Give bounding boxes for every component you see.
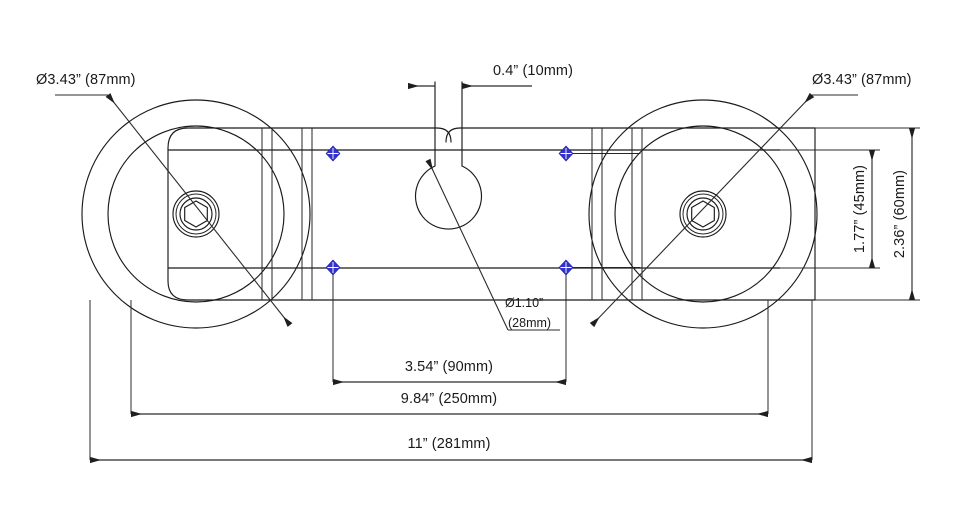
bolt-centerline-ticks xyxy=(332,153,641,301)
left-plate-rib-lines xyxy=(261,127,313,301)
bolt-spacing-dimension: 3.54” (90mm) xyxy=(332,300,567,386)
wheel-span-dimension: 9.84” (250mm) xyxy=(130,300,769,418)
right-diameter-label: Ø3.43” (87mm) xyxy=(812,72,912,88)
right-wheel-outer-circle xyxy=(588,99,818,329)
overall-length-label: 11” (281mm) xyxy=(407,436,490,452)
right-wheel-inner-circle xyxy=(614,125,792,303)
left-wheel-inner-circle xyxy=(107,125,285,303)
keyhole-slot xyxy=(414,165,483,230)
mounting-hole-centermarks xyxy=(325,145,574,276)
keyhole-diameter-callout: Ø1.10” (28mm) xyxy=(425,158,560,331)
bolt-spacing-label: 3.54” (90mm) xyxy=(405,359,493,375)
right-diameter-leader-diagonal xyxy=(589,92,815,328)
outer-height-dimension: 2.36” (60mm) xyxy=(815,127,920,301)
centermark-left-bottom xyxy=(325,259,341,276)
inner-height-label: 1.77” (45mm) xyxy=(852,165,868,253)
left-hub-mid-ring xyxy=(175,193,217,235)
mounting-plate-body xyxy=(167,81,816,301)
centermark-right-bottom xyxy=(558,259,574,276)
outer-height-label: 2.36” (60mm) xyxy=(892,170,908,258)
overall-length-dimension: 11” (281mm) xyxy=(89,300,813,464)
right-hub-hex-bolt xyxy=(691,200,715,228)
left-diameter-leader-diagonal xyxy=(105,93,293,327)
centermark-left-top xyxy=(325,145,341,162)
keyhole-diameter-label-line1: Ø1.10” xyxy=(505,296,543,310)
plate-top-edge-left xyxy=(167,127,452,149)
keyhole-leader-diagonal xyxy=(425,158,509,331)
wheel-span-label: 9.84” (250mm) xyxy=(401,391,497,407)
right-diameter-callout: Ø3.43” (87mm) xyxy=(589,72,912,328)
left-diameter-callout: Ø3.43” (87mm) xyxy=(36,72,293,327)
slot-width-dimension: 0.4” (10mm) xyxy=(408,63,573,90)
left-hub-hex-bolt xyxy=(184,200,208,228)
centermark-right-top xyxy=(558,145,574,162)
left-wheel-assembly xyxy=(81,99,311,329)
left-wheel-outer-circle xyxy=(81,99,311,329)
left-diameter-label: Ø3.43” (87mm) xyxy=(36,72,136,88)
right-wheel-assembly xyxy=(588,99,818,329)
inner-height-dimension: 1.77” (45mm) xyxy=(780,149,880,269)
slot-width-label: 0.4” (10mm) xyxy=(493,63,573,79)
plate-top-edge-right xyxy=(445,127,816,143)
keyhole-diameter-label-line2: (28mm) xyxy=(508,316,551,330)
right-hub-mid-ring xyxy=(682,193,724,235)
keyhole-bore-arc xyxy=(414,165,483,230)
plate-bottom-edge xyxy=(167,280,816,301)
